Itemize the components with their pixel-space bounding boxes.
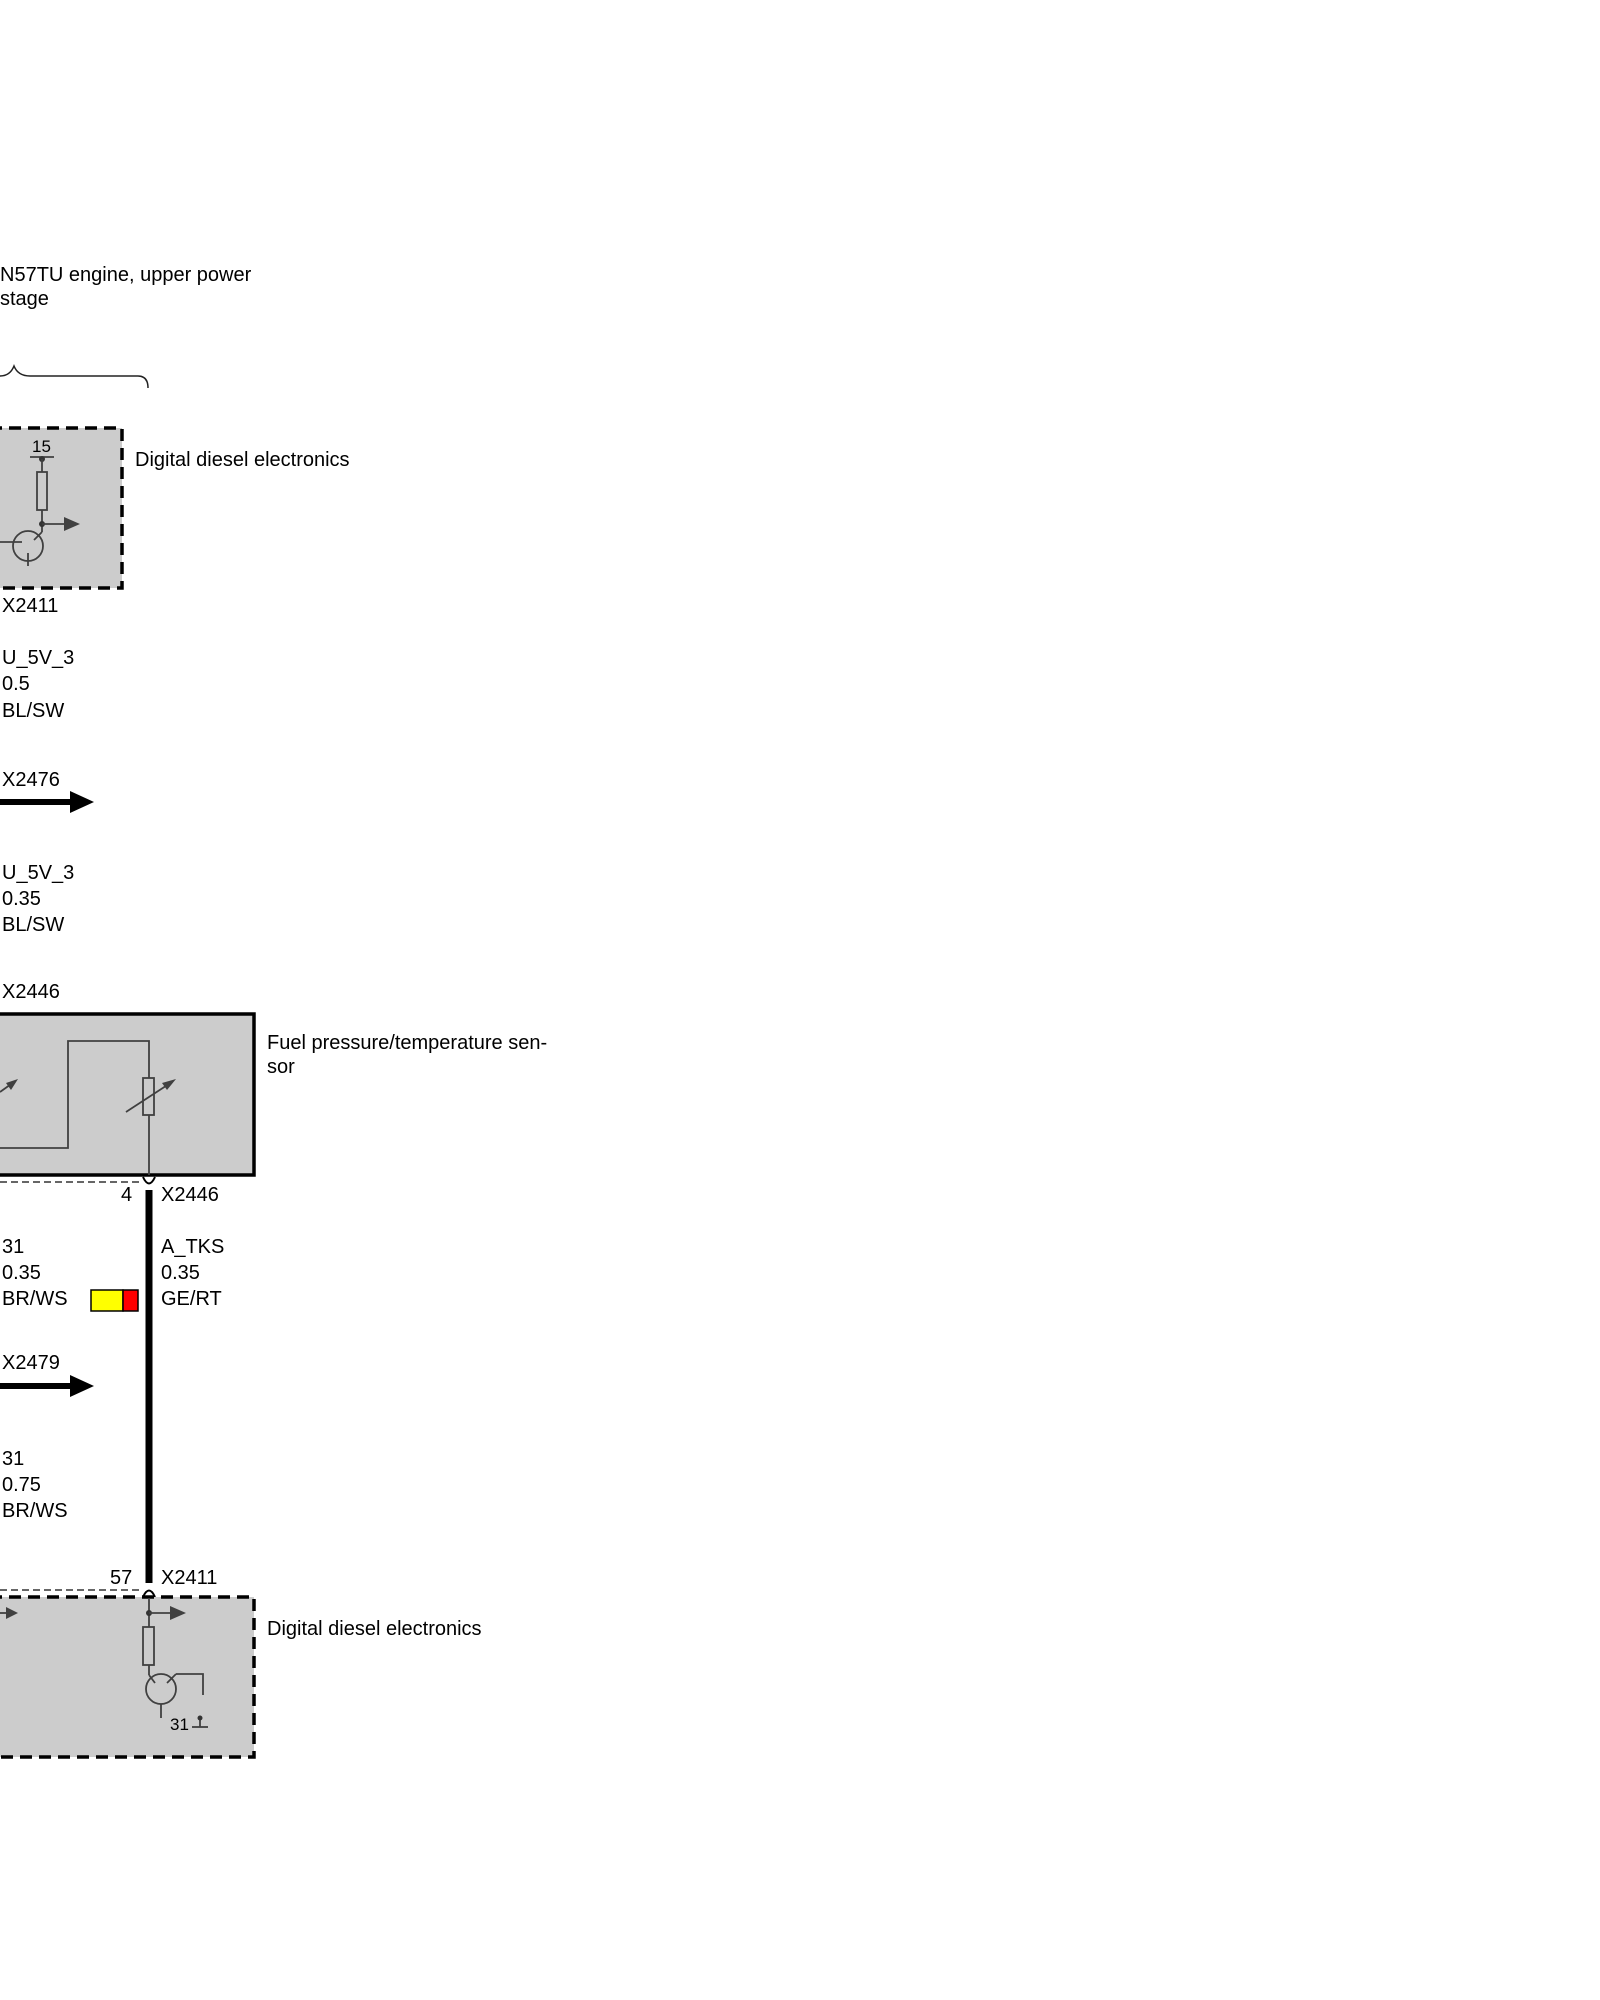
ground-label: 31 bbox=[170, 1715, 189, 1734]
wire-left2-signal: 31 bbox=[2, 1448, 24, 1470]
dde-bottom-box bbox=[0, 1595, 256, 1759]
wire1-signal: U_5V_3 bbox=[2, 647, 74, 669]
connector-x2476-label: X2476 bbox=[2, 769, 60, 791]
wire-right-signal: A_TKS bbox=[161, 1236, 224, 1258]
wire-color-swatch-ge-rt bbox=[90, 1289, 139, 1312]
wire-a-tks bbox=[142, 1176, 156, 1598]
wire-right-size: 0.35 bbox=[161, 1262, 200, 1284]
sensor-name-line2: sor bbox=[267, 1056, 295, 1078]
fuel-sensor-internal-circuit bbox=[0, 1040, 176, 1175]
sensor-connector-top: X2446 bbox=[2, 981, 60, 1003]
sensor-connector-bottom: X2446 bbox=[161, 1184, 219, 1206]
dde-top-pin-label: 15 bbox=[32, 437, 51, 456]
dde-bottom-label: Digital diesel electronics bbox=[267, 1618, 482, 1640]
dde-top-label: Digital diesel electronics bbox=[135, 449, 350, 471]
connector-x2479-label: X2479 bbox=[2, 1352, 60, 1374]
wire1-color: BL/SW bbox=[2, 700, 64, 722]
wire2-signal: U_5V_3 bbox=[2, 862, 74, 884]
wire2-size: 0.35 bbox=[2, 888, 41, 910]
dde-bottom-connector: X2411 bbox=[161, 1567, 217, 1589]
dde-top-internal-circuit: 15 bbox=[0, 437, 80, 566]
engine-title-line1: N57TU engine, upper power bbox=[0, 264, 252, 286]
engine-title-line2: stage bbox=[0, 288, 49, 310]
fuel-sensor-box bbox=[0, 1012, 256, 1177]
dde-bottom-pin: 57 bbox=[110, 1567, 132, 1589]
engine-brace bbox=[0, 363, 149, 389]
dde-top-box bbox=[0, 426, 124, 590]
sensor-name-line1: Fuel pressure/temperature sen- bbox=[267, 1032, 547, 1054]
wire-left-size: 0.35 bbox=[2, 1262, 41, 1284]
connector-x2476-arrow bbox=[0, 791, 94, 813]
sensor-pin: 4 bbox=[121, 1184, 132, 1206]
wire1-size: 0.5 bbox=[2, 673, 30, 695]
dde-bottom-internal-circuit: 31 bbox=[0, 1598, 208, 1734]
wire-left2-size: 0.75 bbox=[2, 1474, 41, 1496]
dde-top-connector: X2411 bbox=[2, 595, 58, 617]
wire-left2-color: BR/WS bbox=[2, 1500, 68, 1522]
wire2-color: BL/SW bbox=[2, 914, 64, 936]
wire-right-color: GE/RT bbox=[161, 1288, 222, 1310]
wire-left-signal: 31 bbox=[2, 1236, 24, 1258]
connector-x2479-arrow bbox=[0, 1375, 94, 1397]
wire-left-color: BR/WS bbox=[2, 1288, 68, 1310]
